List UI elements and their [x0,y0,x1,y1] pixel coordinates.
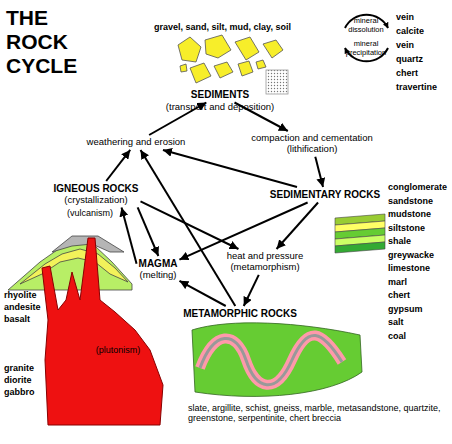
rock-name: calcite [396,26,424,36]
sediment-grain [214,62,233,78]
rock-name: salt [388,317,404,327]
cycle-stage: MAGMA(melting) [139,258,178,280]
fine-sediment [266,70,288,94]
rock-name: travertine [396,82,437,92]
sediment-grain [180,64,187,72]
rock-name: mudstone [388,209,431,219]
cycle-arrow [244,275,259,306]
process-text: weathering and erosion [87,137,186,148]
cycle-arrow [138,207,159,256]
rock-name: chert [396,68,418,78]
cycle-arrow [106,150,130,181]
fold-core [200,335,342,384]
rock-name: conglomerate [388,182,447,192]
rock-name: limestone [388,263,430,273]
annotation: (vulcanism) [62,208,118,218]
cycle-arrow [141,150,236,306]
cycle-stage: SEDIMENTARY ROCKS [270,189,380,201]
rock-name: chert [388,290,410,300]
annotation: (plutonism) [88,345,148,355]
cycle-stage: heat and pressure (metamorphism) [219,251,311,273]
cycle-stage: SEDIMENTS [191,89,249,101]
sediment-grain [205,35,231,58]
annotation: mineral precipitation [340,40,392,57]
cycle-arrow [315,157,323,187]
stratum [335,242,385,253]
rock-name: sandstone [388,196,433,206]
rock-name: basalt [4,314,30,324]
rock-name: siltstone [388,223,425,233]
process-text: compaction and cementation (lithificatio… [250,133,375,155]
rock-name: shale [388,236,411,246]
stage-name: SEDIMENTARY ROCKS [270,189,380,201]
cycle-arrow [122,207,137,263]
process-text: heat and pressure (metamorphism) [219,251,311,273]
cycle-arrow [163,150,297,187]
process-text: (crystallization) [53,195,138,206]
rock-name: gypsum [388,304,423,314]
annotation: (transport and deposition) [160,102,280,113]
stage-name: IGNEOUS ROCKS [53,183,138,195]
sediment-grain [256,60,266,69]
sediment-clipart [178,35,288,94]
fold-band [200,335,342,384]
process-text: (melting) [139,270,178,281]
cycle-stage: METAMORPHIC ROCKS [183,308,297,320]
cycle-arrow [141,201,239,249]
cycle-stage: IGNEOUS ROCKS(crystallization) [53,183,138,205]
annotation: slate, argillite, schist, gneiss, marble… [188,403,450,424]
stage-name: SEDIMENTS [191,89,249,101]
stage-name: MAGMA [139,258,178,270]
sediment-grain [235,37,259,60]
cycle-stage: weathering and erosion [87,137,186,148]
sediment-grain [190,63,211,83]
rock-name: marl [388,277,407,287]
annotation: mineral dissolution [343,17,389,34]
cycle-stage: compaction and cementation (lithificatio… [250,133,375,155]
rock-name: rhyolite [4,290,37,300]
rock-name: coal [388,331,406,341]
sediment-grain [263,40,283,58]
metamorphic-rock [192,323,362,397]
rock-name: diorite [4,375,32,385]
annotation: gravel, sand, silt, mud, clay, soil [140,22,305,32]
rock-name: greywacke [388,250,434,260]
sediment-grain [178,37,201,62]
rock-name: vein [396,12,414,22]
rock-body [192,323,362,397]
cycle-arrow [179,281,225,306]
rock-name: vein [396,40,414,50]
sediment-grain [238,61,253,76]
sedimentary-strata [335,214,385,253]
rock-name: gabbro [4,387,35,397]
rock-name: quartz [396,54,423,64]
stage-name: METAMORPHIC ROCKS [183,308,297,320]
diagram-title: THE ROCK CYCLE [6,6,91,78]
rock-name: andesite [4,302,41,312]
cycle-arrow [277,203,319,250]
rock-name: granite [4,363,34,373]
